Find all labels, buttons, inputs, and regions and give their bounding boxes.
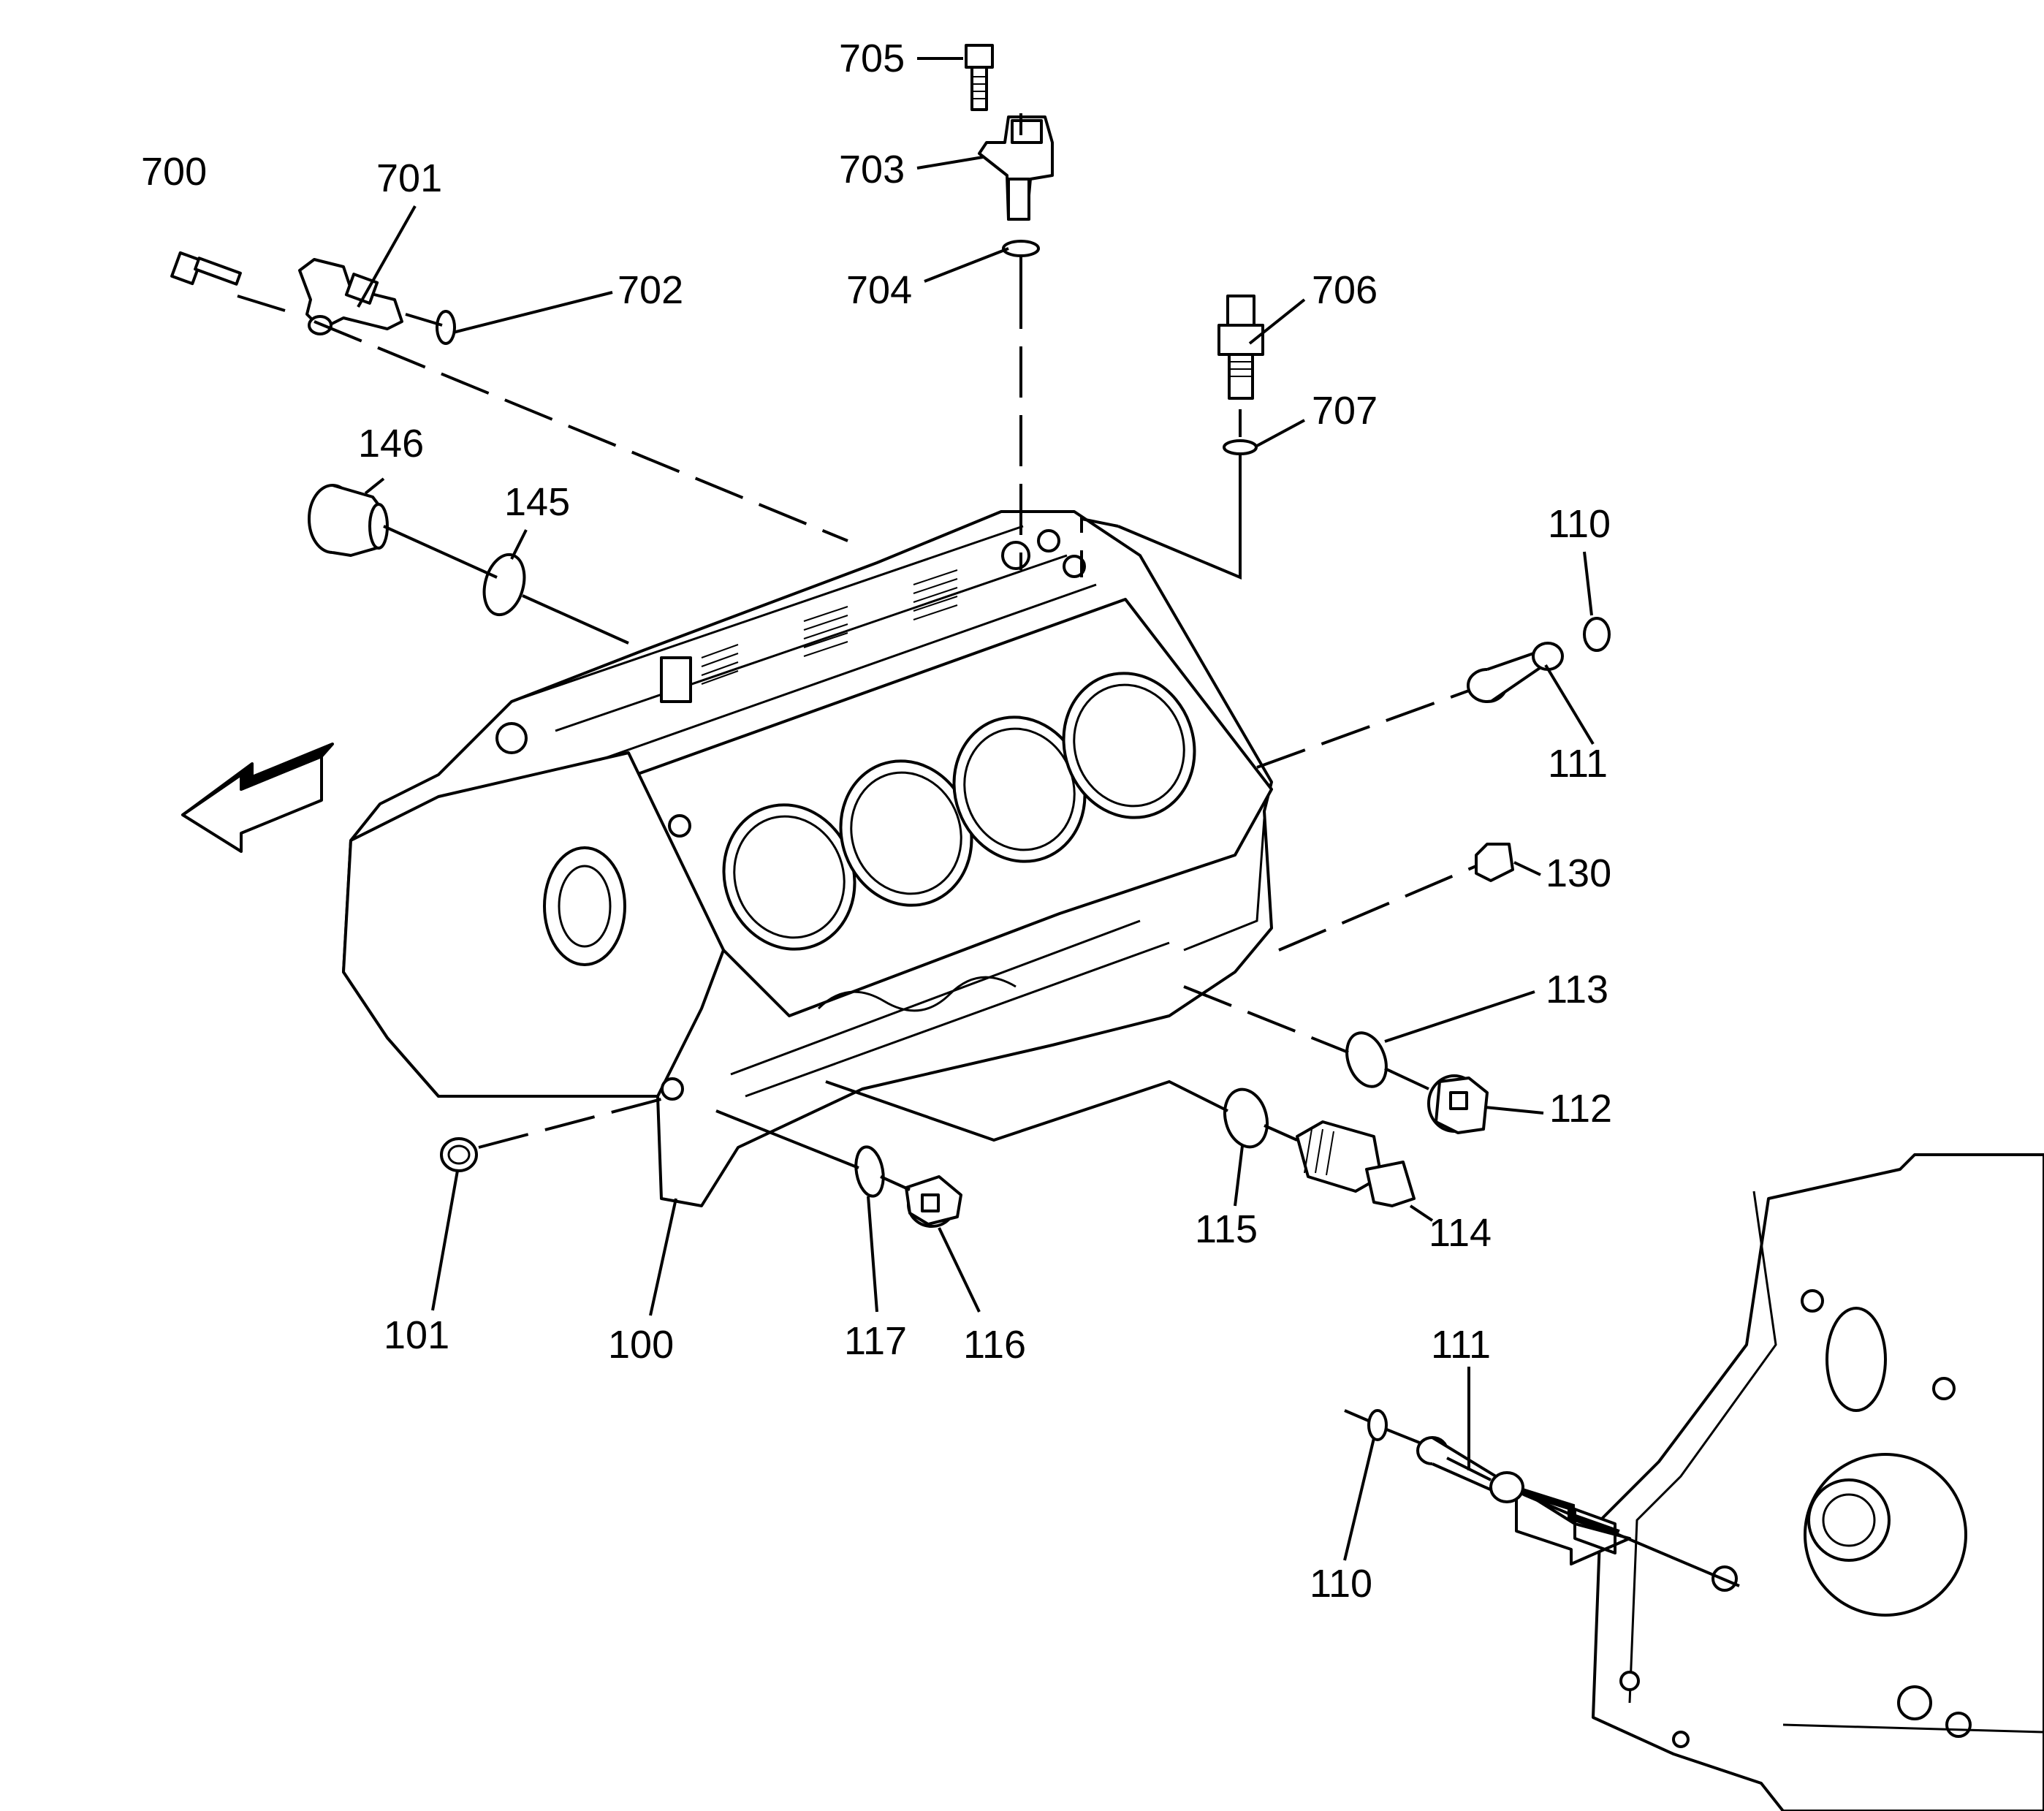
label-701: 701 bbox=[376, 156, 442, 200]
label-707: 707 bbox=[1312, 389, 1378, 433]
part-101-plug bbox=[440, 1137, 478, 1172]
label-117: 117 bbox=[844, 1319, 907, 1363]
part-130-dowel-pin bbox=[1475, 843, 1514, 882]
part-114-fitting bbox=[1296, 1120, 1416, 1207]
label-111-lower: 111 bbox=[1431, 1323, 1491, 1367]
part-110-o-ring-upper bbox=[1583, 617, 1611, 652]
label-705: 705 bbox=[839, 37, 905, 80]
engine-block bbox=[342, 510, 1273, 1207]
label-130: 130 bbox=[1546, 851, 1611, 895]
label-101: 101 bbox=[384, 1313, 449, 1357]
part-705-bolt bbox=[965, 44, 994, 111]
part-707-o-ring bbox=[1223, 439, 1258, 455]
part-115-o-ring bbox=[1223, 1087, 1269, 1149]
part-111-sleeve-lower bbox=[1416, 1436, 1524, 1503]
part-117-o-ring bbox=[854, 1145, 885, 1198]
label-112: 112 bbox=[1549, 1087, 1612, 1131]
part-116-plug bbox=[905, 1175, 962, 1228]
label-115: 115 bbox=[1195, 1207, 1258, 1251]
part-145-o-ring bbox=[482, 553, 526, 617]
cylinder-bores bbox=[722, 672, 1196, 951]
label-145: 145 bbox=[504, 480, 570, 524]
part-703-camshaft-sensor bbox=[978, 115, 1054, 221]
label-100: 100 bbox=[608, 1323, 674, 1367]
label-704: 704 bbox=[846, 268, 912, 312]
label-114: 114 bbox=[1429, 1211, 1492, 1255]
label-703: 703 bbox=[839, 148, 905, 191]
part-706-temperature-sensor bbox=[1217, 295, 1264, 400]
engine-block-rear-view bbox=[1592, 1153, 2044, 1811]
label-116: 116 bbox=[963, 1323, 1026, 1367]
label-146: 146 bbox=[358, 422, 424, 466]
part-704-o-ring bbox=[1002, 240, 1040, 257]
label-110-upper: 110 bbox=[1548, 502, 1611, 546]
label-leaders bbox=[357, 57, 1595, 1561]
label-700: 700 bbox=[141, 150, 207, 194]
label-111-upper: 111 bbox=[1548, 742, 1608, 786]
part-113-o-ring bbox=[1345, 1031, 1388, 1088]
part-110-o-ring-lower bbox=[1367, 1409, 1388, 1441]
part-702-o-ring bbox=[436, 310, 456, 345]
part-labels: 705 703 704 706 707 700 701 702 146 145 … bbox=[141, 37, 1612, 1606]
part-111-sleeve-upper bbox=[1467, 642, 1564, 703]
part-112-plug bbox=[1427, 1074, 1489, 1134]
label-706: 706 bbox=[1312, 268, 1378, 312]
label-110-lower: 110 bbox=[1310, 1562, 1372, 1606]
label-113: 113 bbox=[1546, 968, 1608, 1011]
installation-lines bbox=[237, 113, 1740, 1587]
direction-arrow-left-icon bbox=[181, 743, 334, 853]
label-702: 702 bbox=[618, 268, 683, 312]
part-700-bolt bbox=[170, 251, 242, 286]
part-146-cam-plug bbox=[308, 484, 389, 557]
